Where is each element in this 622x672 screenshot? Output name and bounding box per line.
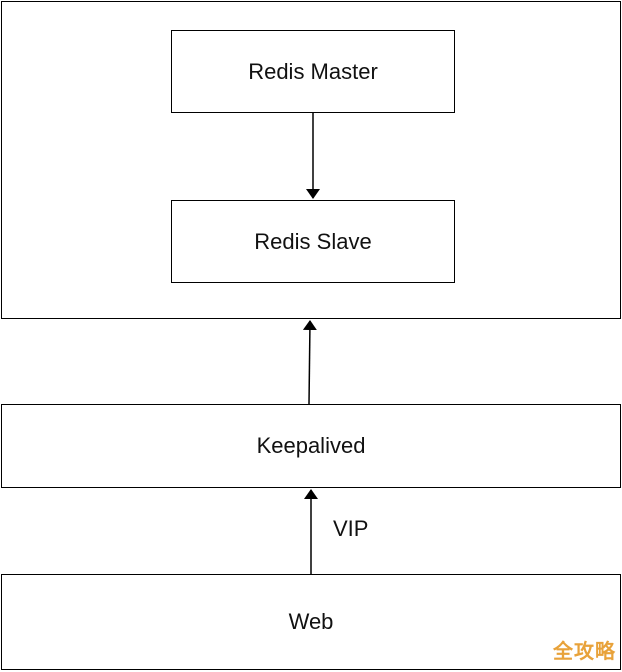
web-node[interactable]: Web xyxy=(1,574,621,670)
redis-master-label: Redis Master xyxy=(248,58,378,84)
redis-slave-node[interactable]: Redis Slave xyxy=(171,200,455,283)
keepalived-to-cluster-arrow xyxy=(302,320,317,405)
site-watermark-logo: 全攻略 xyxy=(553,641,616,663)
vip-edge-label: VIP xyxy=(333,516,369,541)
web-label: Web xyxy=(288,609,334,634)
redis-slave-label: Redis Slave xyxy=(254,228,372,254)
keepalived-node[interactable]: Keepalived xyxy=(1,404,621,488)
redis-master-node[interactable]: Redis Master xyxy=(171,30,455,113)
keepalived-label: Keepalived xyxy=(256,433,366,458)
